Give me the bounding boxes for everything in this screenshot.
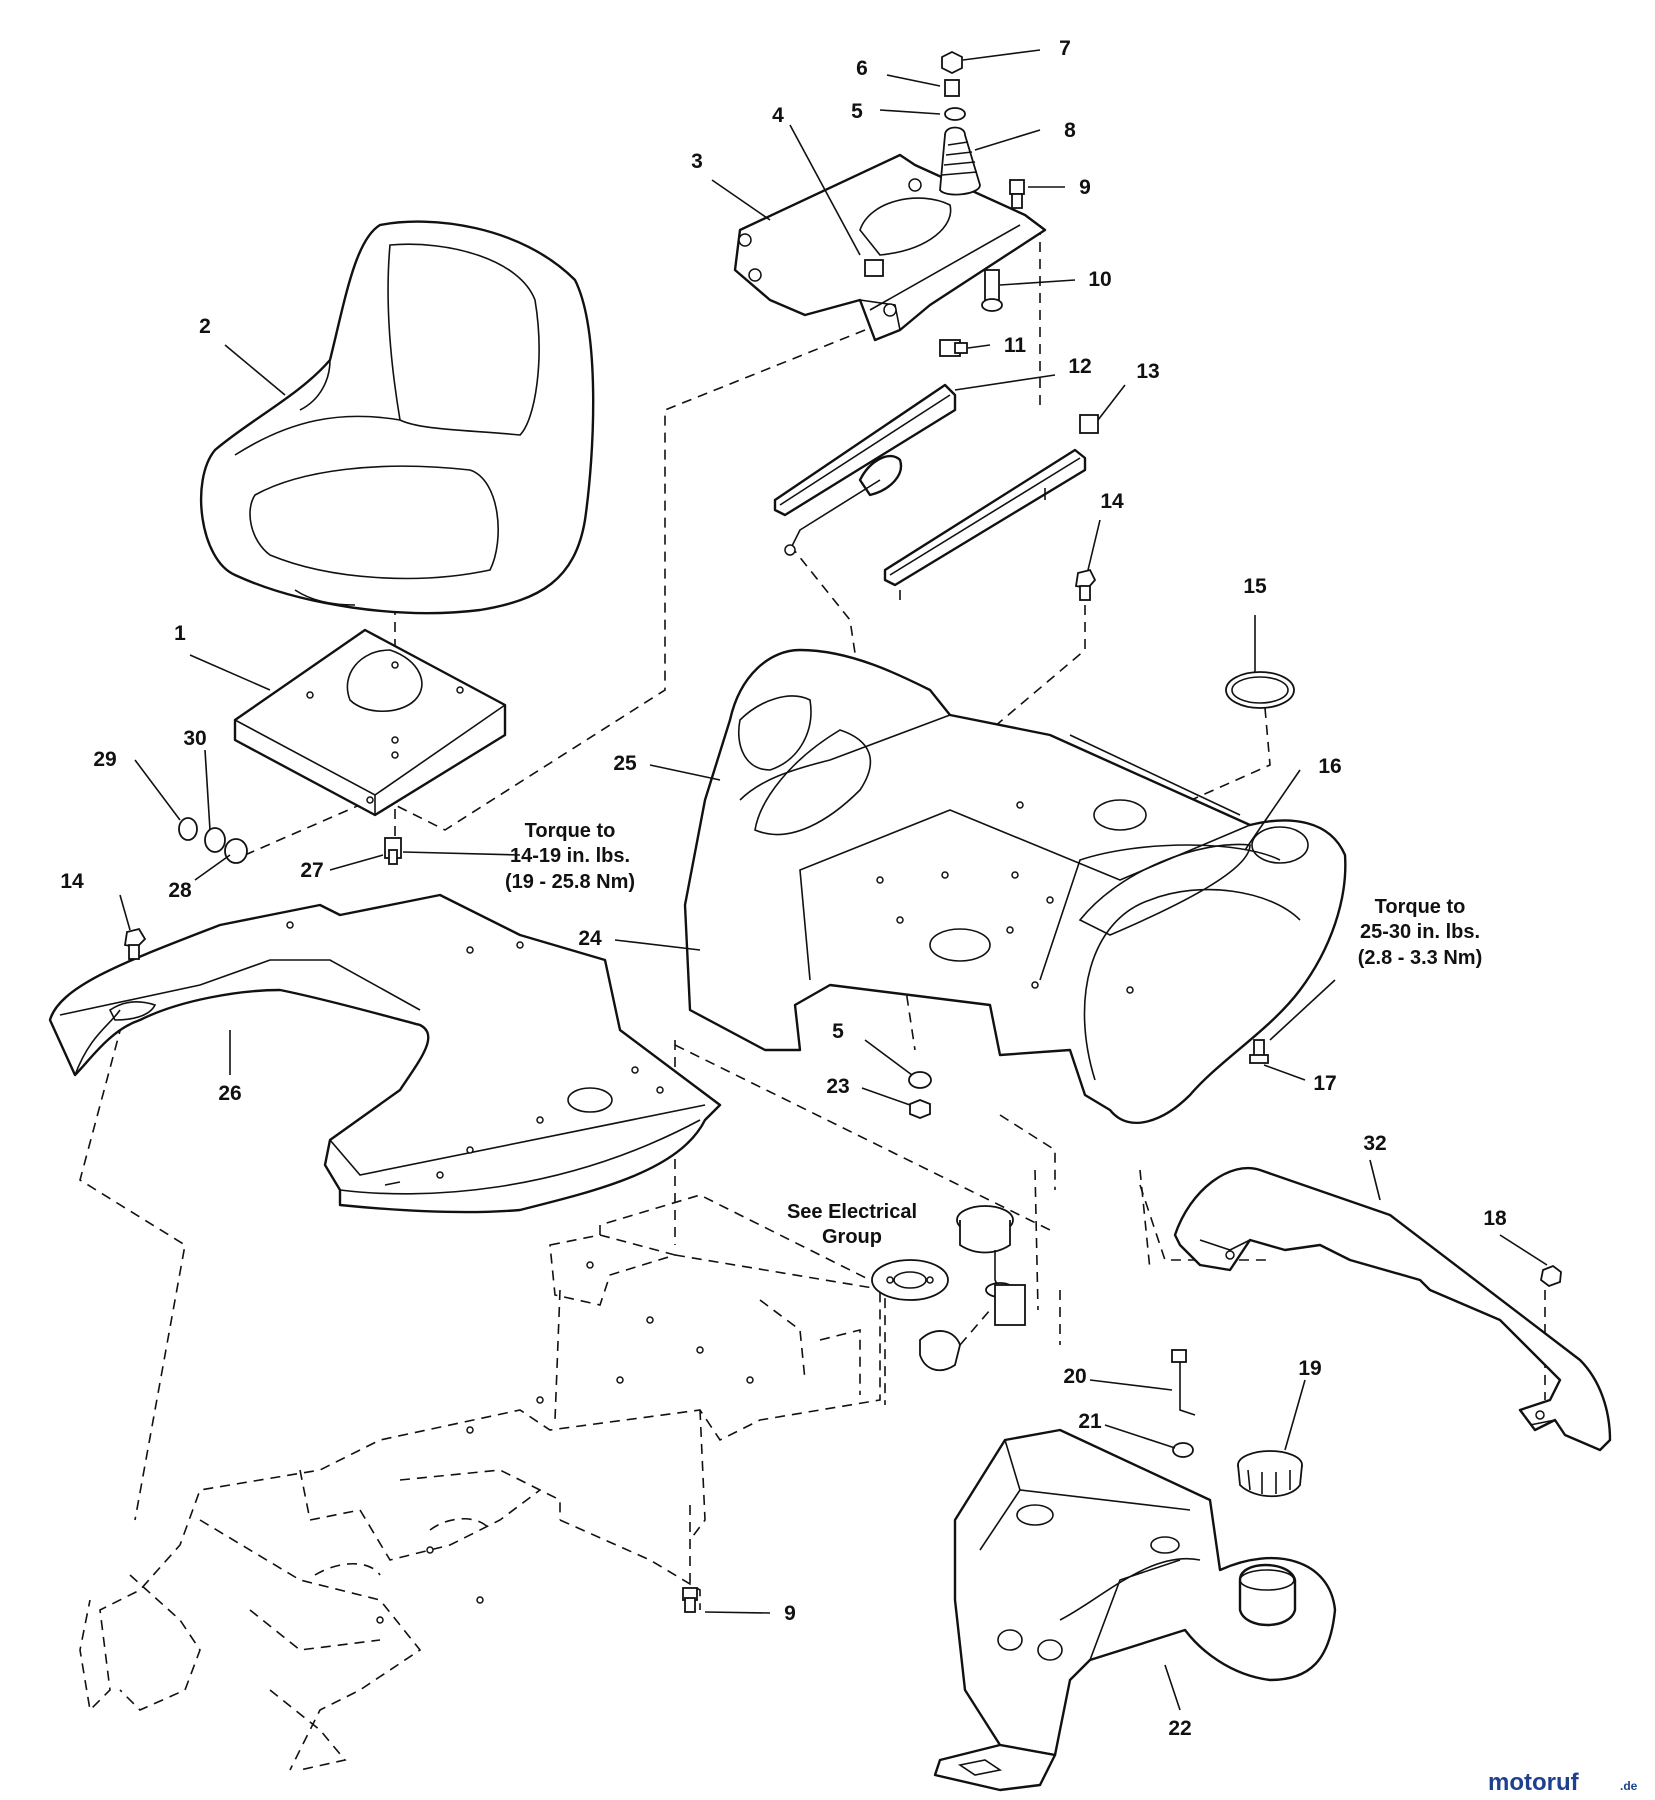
fender-brace — [1173, 1167, 1612, 1452]
seat-pan — [233, 628, 507, 817]
torque-note-seat: Torque to 14-19 in. lbs. (19 - 25.8 Nm) — [505, 820, 635, 893]
torque-note-seat-line1: Torque to — [525, 820, 616, 842]
fuel-pickup — [1171, 1349, 1196, 1458]
callout-3: 3 — [691, 150, 703, 173]
callout-6: 6 — [856, 57, 868, 80]
callout-1: 1 — [174, 622, 186, 645]
rear-fender — [683, 648, 1347, 1125]
callout-22: 22 — [1168, 1717, 1191, 1740]
fuel-tank — [933, 1428, 1337, 1792]
callout-26: 26 — [218, 1082, 241, 1105]
torque-note-fender-line2: 25-30 in. lbs. — [1360, 921, 1480, 943]
watermark-brand: motoruf — [1488, 1769, 1580, 1796]
callout-30: 30 — [183, 727, 206, 750]
seat-bracket — [733, 153, 1047, 342]
seat — [199, 220, 595, 615]
callout-29: 29 — [93, 748, 116, 771]
callout-25: 25 — [613, 752, 637, 775]
torque-note-fender-line1: Torque to — [1375, 896, 1466, 918]
bolt-14-right — [1074, 568, 1097, 601]
callout-12: 12 — [1068, 355, 1091, 378]
callout-14-left: 14 — [60, 870, 84, 893]
tractor-frame — [79, 1194, 886, 1771]
callout-20: 20 — [1063, 1365, 1086, 1388]
callout-10: 10 — [1088, 268, 1111, 291]
callout-labels: 1 2 3 4 5 6 7 8 9 10 11 12 13 14 15 16 1… — [60, 37, 1507, 1740]
torque-note-fender-line3: (2.8 - 3.3 Nm) — [1358, 947, 1482, 969]
callout-27: 27 — [300, 859, 323, 882]
electrical-note-line2: Group — [822, 1226, 882, 1248]
callout-11: 11 — [1004, 334, 1027, 357]
callout-5-top: 5 — [851, 100, 863, 123]
callout-32: 32 — [1363, 1132, 1386, 1155]
callout-13: 13 — [1136, 360, 1159, 383]
fuel-sender — [871, 1205, 1026, 1372]
spring-hardware — [939, 50, 1025, 357]
torque-note-seat-line3: (19 - 25.8 Nm) — [505, 871, 635, 893]
bolt-14-left — [123, 927, 147, 960]
seat-hardware — [178, 817, 402, 865]
callout-21: 21 — [1078, 1410, 1102, 1433]
callout-24: 24 — [578, 927, 602, 950]
callout-17: 17 — [1313, 1072, 1336, 1095]
callout-8: 8 — [1064, 119, 1076, 142]
electrical-note-line1: See Electrical — [787, 1201, 917, 1223]
fuel-cap-ring — [1225, 671, 1295, 709]
callout-7: 7 — [1059, 37, 1071, 60]
fender-hardware — [908, 1039, 1269, 1119]
callout-14-right: 14 — [1100, 490, 1124, 513]
callout-18: 18 — [1483, 1207, 1507, 1230]
watermark-suffix: .de — [1620, 1779, 1638, 1793]
leader-lines — [119, 49, 1548, 1711]
callout-9-bottom: 9 — [784, 1602, 796, 1625]
callout-2: 2 — [199, 315, 211, 338]
torque-note-fender: Torque to 25-30 in. lbs. (2.8 - 3.3 Nm) — [1358, 896, 1482, 969]
seat-rails — [773, 383, 1099, 600]
callout-15: 15 — [1243, 575, 1267, 598]
callout-9-top: 9 — [1079, 176, 1091, 199]
fuel-cap — [1237, 1450, 1303, 1498]
torque-note-seat-line2: 14-19 in. lbs. — [510, 845, 630, 867]
bolt-9-bottom — [682, 1587, 698, 1613]
foot-panel — [48, 893, 722, 1214]
callout-5-mid: 5 — [832, 1020, 844, 1043]
electrical-note: See Electrical Group — [787, 1201, 917, 1248]
watermark-logo: motoruf .de — [1488, 1769, 1638, 1796]
callout-19: 19 — [1298, 1357, 1321, 1380]
callout-23: 23 — [826, 1075, 849, 1098]
callout-16: 16 — [1318, 755, 1341, 778]
callout-4: 4 — [772, 104, 784, 127]
callout-28: 28 — [168, 879, 192, 902]
